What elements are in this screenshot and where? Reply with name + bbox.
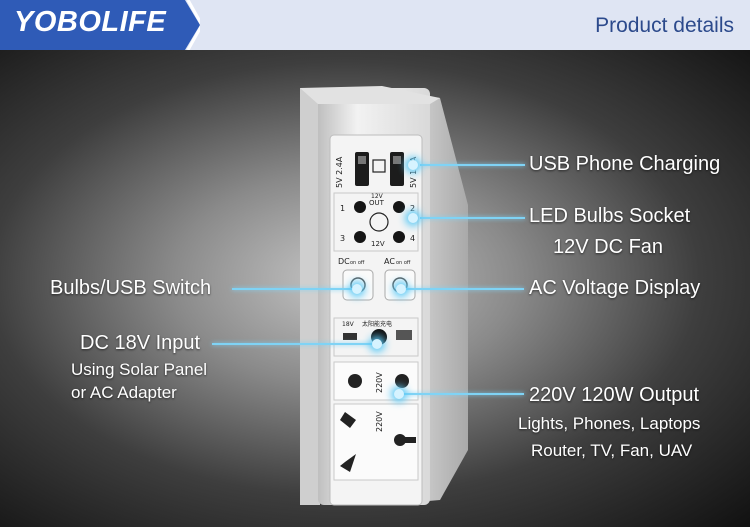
- solar-panel-icon: [396, 330, 412, 340]
- callout-line-usb: [420, 164, 525, 166]
- callout-output-devices-1: Lights, Phones, Laptops: [518, 414, 701, 433]
- callout-dc-input: DC 18V Input: [80, 332, 201, 354]
- out-label: OUT: [369, 199, 385, 207]
- ac-switch-state: on off: [396, 260, 411, 266]
- callout-led-socket: LED Bulbs Socket: [529, 205, 691, 227]
- input-voltage: 18V: [342, 321, 355, 328]
- dc-input-section: [333, 317, 419, 357]
- callout-ac-voltage-display: AC Voltage Display: [529, 277, 701, 299]
- callout-dot-led: [408, 213, 418, 223]
- led-socket-section: [333, 192, 419, 252]
- socket-2-pin-top: [340, 412, 356, 428]
- callout-output-devices-2: Router, TV, Fan, UAV: [531, 441, 693, 460]
- socket-1-pin-right: [395, 374, 409, 388]
- out-voltage-bottom: 12V: [371, 240, 385, 248]
- usb-right-rating: 5V 1.0A: [409, 156, 418, 188]
- header: YOBOLIFE Product details: [0, 0, 750, 50]
- led-socket-2: [393, 201, 405, 213]
- callout-usb-charging: USB Phone Charging: [529, 153, 721, 175]
- brand-logo: YOBOLIFE: [14, 6, 167, 38]
- port-number-4: 4: [410, 234, 415, 243]
- page-title: Product details: [595, 14, 734, 37]
- plug-icon: [343, 333, 357, 340]
- callout-line-output: [402, 393, 524, 395]
- dc-switch-state: on off: [350, 260, 365, 266]
- callout-line-switch: [232, 288, 356, 290]
- dc-switch-label: DC: [338, 257, 350, 266]
- socket-2-voltage: 220V: [375, 411, 384, 432]
- led-socket-1: [354, 201, 366, 213]
- input-label: 太阳能充电: [362, 320, 392, 328]
- socket-2-pin-bottom: [340, 454, 356, 472]
- port-number-3: 3: [340, 234, 345, 243]
- phone-icon: [372, 159, 386, 173]
- socket-2-pin-right: [394, 434, 406, 446]
- callout-dot-dc-input: [372, 339, 382, 349]
- callout-line-dc-input: [212, 343, 376, 345]
- device-edge: [300, 88, 320, 505]
- port-number-1: 1: [340, 204, 345, 213]
- out-voltage-top: 12V: [371, 193, 384, 200]
- usb-left-rating: 5V 2.4A: [335, 156, 344, 188]
- brand-banner: [0, 0, 200, 50]
- ac-switch-label: AC: [384, 257, 395, 266]
- callout-dc-fan: 12V DC Fan: [553, 236, 664, 258]
- callout-ac-adapter: or AC Adapter: [71, 383, 177, 402]
- callout-bulbs-usb-switch: Bulbs/USB Switch: [50, 277, 212, 299]
- port-number-2: 2: [410, 204, 415, 213]
- led-socket-3: [354, 231, 366, 243]
- callout-line-ac-display: [402, 288, 524, 290]
- callout-dot-usb: [408, 160, 418, 170]
- callout-solar-panel: Using Solar Panel: [71, 360, 208, 379]
- socket-1-voltage: 220V: [375, 372, 384, 393]
- callout-dot-ac-display: [396, 284, 406, 294]
- fan-icon: [369, 212, 389, 232]
- callout-dot-output: [394, 389, 404, 399]
- led-socket-4: [393, 231, 405, 243]
- callout-line-led: [420, 217, 525, 219]
- socket-1-pin-left: [348, 374, 362, 388]
- callout-dot-switch: [352, 284, 362, 294]
- callout-output: 220V 120W Output: [529, 384, 700, 406]
